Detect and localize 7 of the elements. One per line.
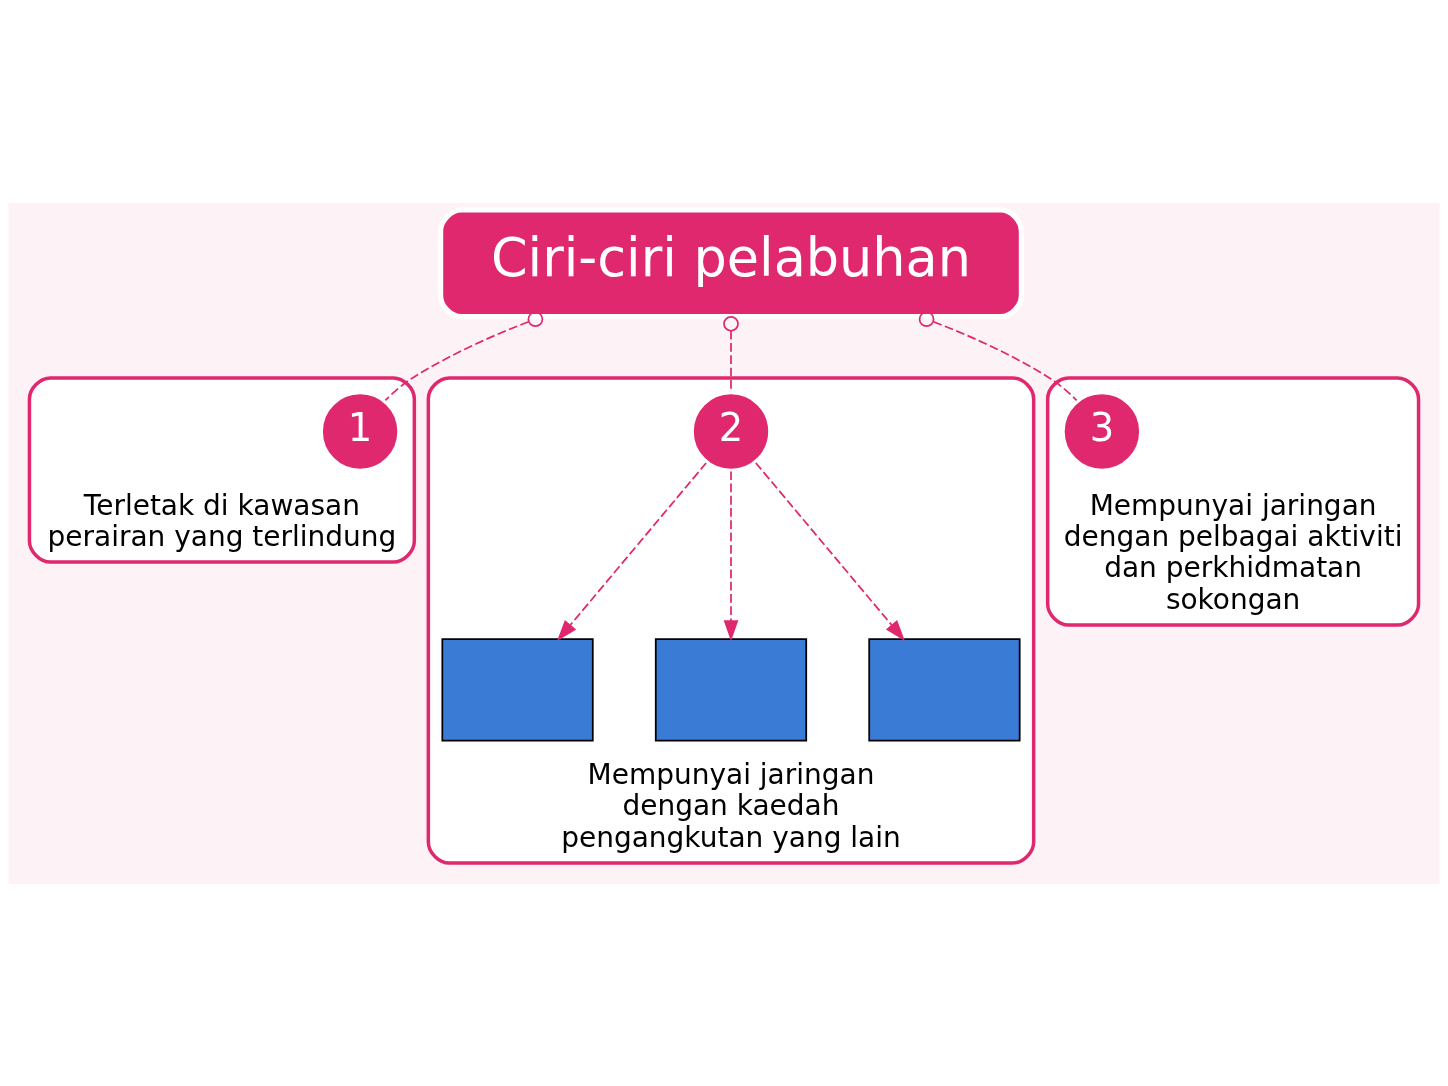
node-box: [441, 637, 594, 741]
arrow: [723, 470, 739, 641]
arrow: [557, 461, 707, 641]
node-box: [868, 637, 1021, 741]
arrow: [755, 461, 905, 641]
node-box: [654, 637, 808, 741]
node-box: Ciri-ciri pelabuhan: [437, 206, 1025, 319]
